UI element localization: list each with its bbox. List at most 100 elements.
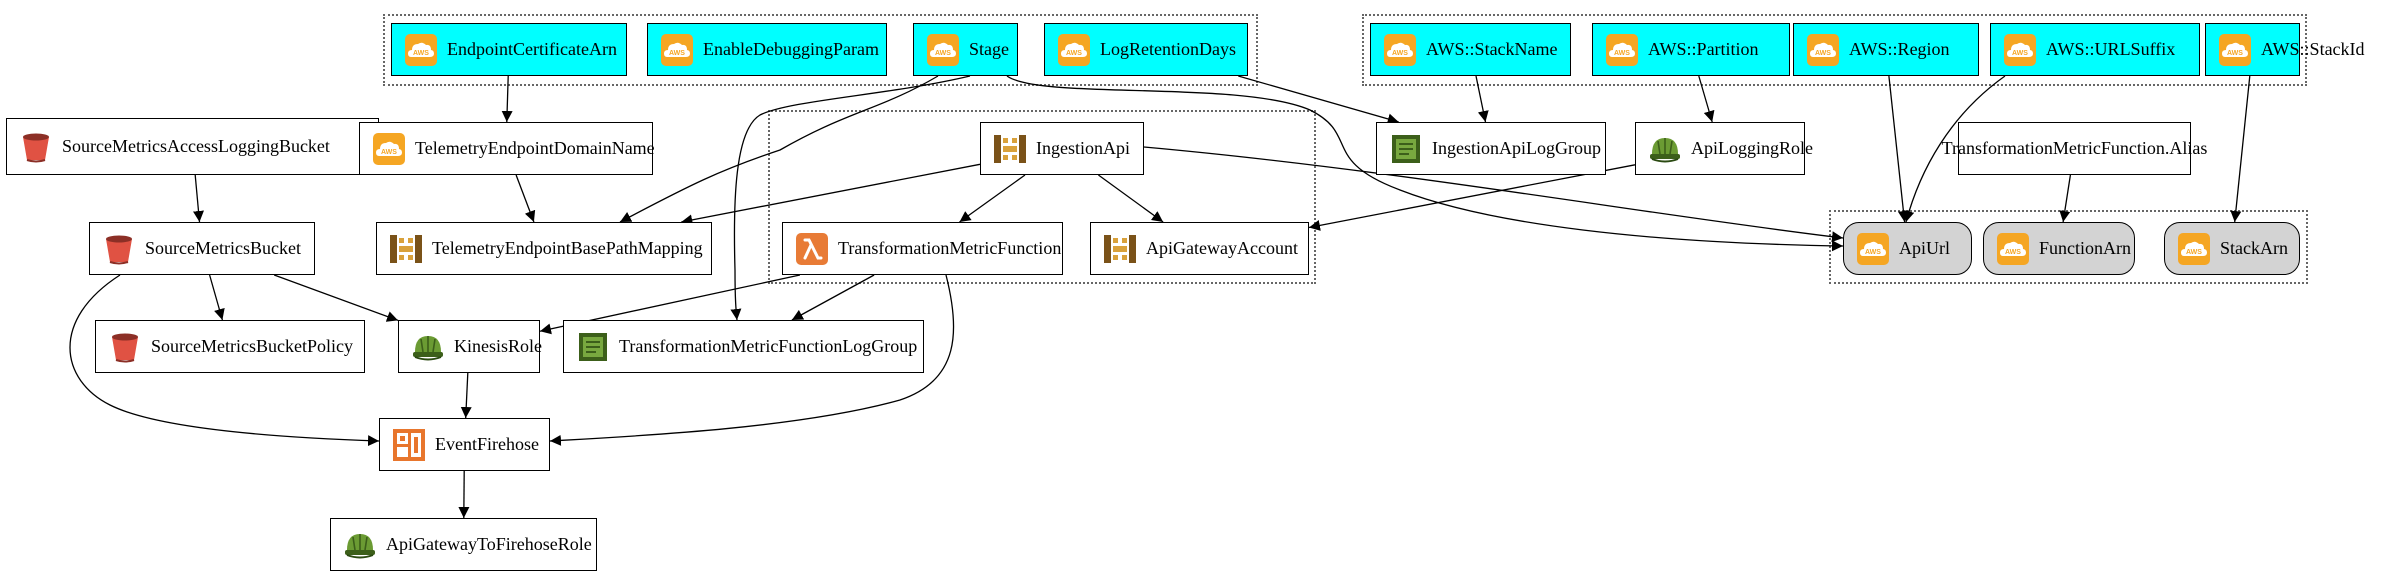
node-label: AWS::StackName (1426, 39, 1558, 60)
node-label: AWS::Region (1849, 39, 1950, 60)
node-label: AWS::Partition (1648, 39, 1759, 60)
node-basepath[interactable]: TelemetryEndpointBasePathMapping (376, 222, 712, 275)
svg-text:AWS: AWS (1865, 249, 1881, 256)
edge-kinesisrole-to-firehose (466, 373, 468, 418)
edge-stackid-to-stackarn (2235, 76, 2250, 222)
aws-cloud-icon: AWS (2218, 33, 2252, 67)
edge-srcbucket-to-bucketpolicy (210, 275, 223, 320)
node-label: TransformationMetricFunction (838, 238, 1061, 259)
node-apilogrole[interactable]: ApiLoggingRole (1635, 122, 1805, 175)
node-label: SourceMetricsBucketPolicy (151, 336, 353, 357)
node-firehose[interactable]: EventFirehose (379, 418, 550, 471)
node-logret[interactable]: AWS LogRetentionDays (1044, 23, 1248, 76)
node-label: FunctionArn (2039, 238, 2131, 259)
edge-stackname-to-apiloggroup (1476, 76, 1486, 122)
node-gwaccount[interactable]: ApiGatewayAccount (1090, 222, 1309, 275)
node-debug[interactable]: AWS EnableDebuggingParam (647, 23, 887, 76)
node-label: AWS::URLSuffix (2046, 39, 2175, 60)
node-label: TelemetryEndpointDomainName (415, 138, 655, 159)
edge-cert-to-teledomain (507, 76, 508, 122)
edge-ingest-to-basepath (681, 164, 980, 222)
node-label: EnableDebuggingParam (703, 39, 879, 60)
node-stackarn[interactable]: AWS StackArn (2164, 222, 2300, 275)
svg-text:AWS: AWS (1392, 50, 1408, 57)
node-kinesisrole[interactable]: KinesisRole (398, 320, 540, 373)
aws-cloud-icon: AWS (2003, 33, 2037, 67)
aws-cloud-icon: AWS (1383, 33, 1417, 67)
node-fn[interactable]: TransformationMetricFunction (782, 222, 1063, 275)
aws-cloud-icon: AWS (1605, 33, 1639, 67)
edge-partition-to-apilogrole (1699, 76, 1712, 122)
edge-region-to-apiurl (1889, 76, 1905, 222)
lambda-icon (795, 232, 829, 266)
node-label: LogRetentionDays (1100, 39, 1236, 60)
node-label: ApiGatewayAccount (1146, 238, 1298, 259)
node-region[interactable]: AWS AWS::Region (1793, 23, 1979, 76)
node-srclogbucket[interactable]: SourceMetricsAccessLoggingBucket (6, 118, 379, 175)
s3-bucket-icon (102, 232, 136, 266)
aws-cloud-icon: AWS (2177, 232, 2211, 266)
node-label: TransformationMetricFunction.Alias (1942, 138, 2208, 159)
kinesis-firehose-icon (392, 428, 426, 462)
node-cert[interactable]: AWS EndpointCertificateArn (391, 23, 627, 76)
node-label: SourceMetricsBucket (145, 238, 301, 259)
aws-cloud-icon: AWS (404, 33, 438, 67)
svg-text:AWS: AWS (1066, 50, 1082, 57)
node-label: IngestionApiLogGroup (1432, 138, 1601, 159)
node-stackname[interactable]: AWS AWS::StackName (1370, 23, 1571, 76)
aws-cloud-icon: AWS (1057, 33, 1091, 67)
aws-cloud-icon: AWS (1996, 232, 2030, 266)
svg-text:AWS: AWS (669, 50, 685, 57)
svg-text:AWS: AWS (1614, 50, 1630, 57)
node-ingest[interactable]: IngestionApi (980, 122, 1144, 175)
node-alias[interactable]: TransformationMetricFunction.Alias (1958, 122, 2191, 175)
iam-role-icon (1648, 132, 1682, 166)
edge-teledomain-to-basepath (516, 175, 534, 222)
edge-alias-to-fnarn (2063, 175, 2070, 222)
svg-text:AWS: AWS (381, 149, 397, 156)
node-label: ApiUrl (1899, 238, 1950, 259)
node-label: KinesisRole (454, 336, 542, 357)
s3-bucket-icon (108, 330, 142, 364)
svg-text:AWS: AWS (935, 50, 951, 57)
node-label: TransformationMetricFunctionLogGroup (619, 336, 917, 357)
node-fnarn[interactable]: AWS FunctionArn (1983, 222, 2135, 275)
node-apiurl[interactable]: AWS ApiUrl (1843, 222, 1972, 275)
edge-srcbucket-to-kinesisrole (274, 275, 398, 320)
api-gateway-icon (993, 132, 1027, 166)
svg-text:AWS: AWS (413, 50, 429, 57)
edge-ingest-to-gwaccount (1098, 175, 1163, 222)
iam-role-icon (343, 528, 377, 562)
edge-srclogbucket-to-srcbucket (195, 175, 199, 222)
node-gwfirehoserole[interactable]: ApiGatewayToFirehoseRole (330, 518, 597, 571)
aws-cloud-icon: AWS (1806, 33, 1840, 67)
svg-text:AWS: AWS (2186, 249, 2202, 256)
node-srcbucket[interactable]: SourceMetricsBucket (89, 222, 315, 275)
api-gateway-icon (389, 232, 423, 266)
api-gateway-icon (1103, 232, 1137, 266)
aws-cloud-icon: AWS (926, 33, 960, 67)
node-partition[interactable]: AWS AWS::Partition (1592, 23, 1790, 76)
node-label: SourceMetricsAccessLoggingBucket (62, 136, 330, 157)
svg-text:AWS: AWS (2227, 50, 2243, 57)
node-apiloggroup[interactable]: IngestionApiLogGroup (1376, 122, 1606, 175)
s3-bucket-icon (19, 130, 53, 164)
node-label: AWS::StackId (2261, 39, 2365, 60)
node-label: StackArn (2220, 238, 2288, 259)
svg-text:AWS: AWS (2005, 249, 2021, 256)
node-label: EventFirehose (435, 434, 539, 455)
svg-text:AWS: AWS (2012, 50, 2028, 57)
node-bucketpolicy[interactable]: SourceMetricsBucketPolicy (95, 320, 365, 373)
svg-text:AWS: AWS (1815, 50, 1831, 57)
node-label: TelemetryEndpointBasePathMapping (432, 238, 703, 259)
node-urlsuffix[interactable]: AWS AWS::URLSuffix (1990, 23, 2200, 76)
node-label: EndpointCertificateArn (447, 39, 617, 60)
aws-cloud-icon: AWS (1856, 232, 1890, 266)
edge-ingest-to-fn (960, 175, 1026, 222)
node-teledomain[interactable]: AWS TelemetryEndpointDomainName (359, 122, 653, 175)
node-fnloggroup[interactable]: TransformationMetricFunctionLogGroup (563, 320, 924, 373)
